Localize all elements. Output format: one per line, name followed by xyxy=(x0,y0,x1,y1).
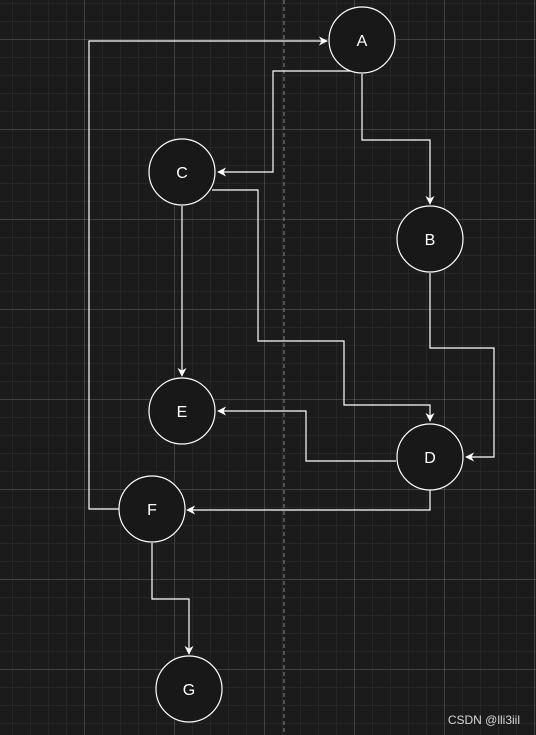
node-g[interactable]: G xyxy=(155,655,223,723)
node-e-circle[interactable] xyxy=(148,377,216,445)
edge-b-to-d xyxy=(429,273,495,462)
node-e-label: E xyxy=(177,404,188,421)
node-c[interactable]: C xyxy=(148,138,216,206)
watermark-text: CSDN @lli3iil xyxy=(447,713,520,727)
node-c-circle[interactable] xyxy=(148,138,216,206)
edge-d-to-e xyxy=(217,406,396,462)
edge-d-to-f xyxy=(186,490,431,515)
node-f-label: F xyxy=(147,502,157,519)
node-a-circle[interactable] xyxy=(328,6,396,74)
node-g-circle[interactable] xyxy=(155,655,223,723)
edges-layer xyxy=(88,36,495,655)
edge-a-to-c xyxy=(217,70,352,177)
node-b[interactable]: B xyxy=(396,205,464,273)
edge-f-to-a xyxy=(88,36,328,510)
node-f[interactable]: F xyxy=(118,475,186,543)
node-d-circle[interactable] xyxy=(396,423,464,491)
node-d[interactable]: D xyxy=(396,423,464,491)
node-b-label: B xyxy=(425,232,436,249)
node-f-circle[interactable] xyxy=(118,475,186,543)
node-a[interactable]: A xyxy=(328,6,396,74)
edge-a-to-b xyxy=(361,74,435,205)
edge-c-to-d xyxy=(212,189,435,422)
nodes-layer: A B C D E F G xyxy=(118,6,464,723)
node-d-label: D xyxy=(424,450,436,467)
node-a-label: A xyxy=(357,33,368,50)
node-b-circle[interactable] xyxy=(396,205,464,273)
node-e[interactable]: E xyxy=(148,377,216,445)
edge-f-to-g xyxy=(151,543,194,655)
node-c-label: C xyxy=(176,165,188,182)
node-g-label: G xyxy=(183,682,195,699)
